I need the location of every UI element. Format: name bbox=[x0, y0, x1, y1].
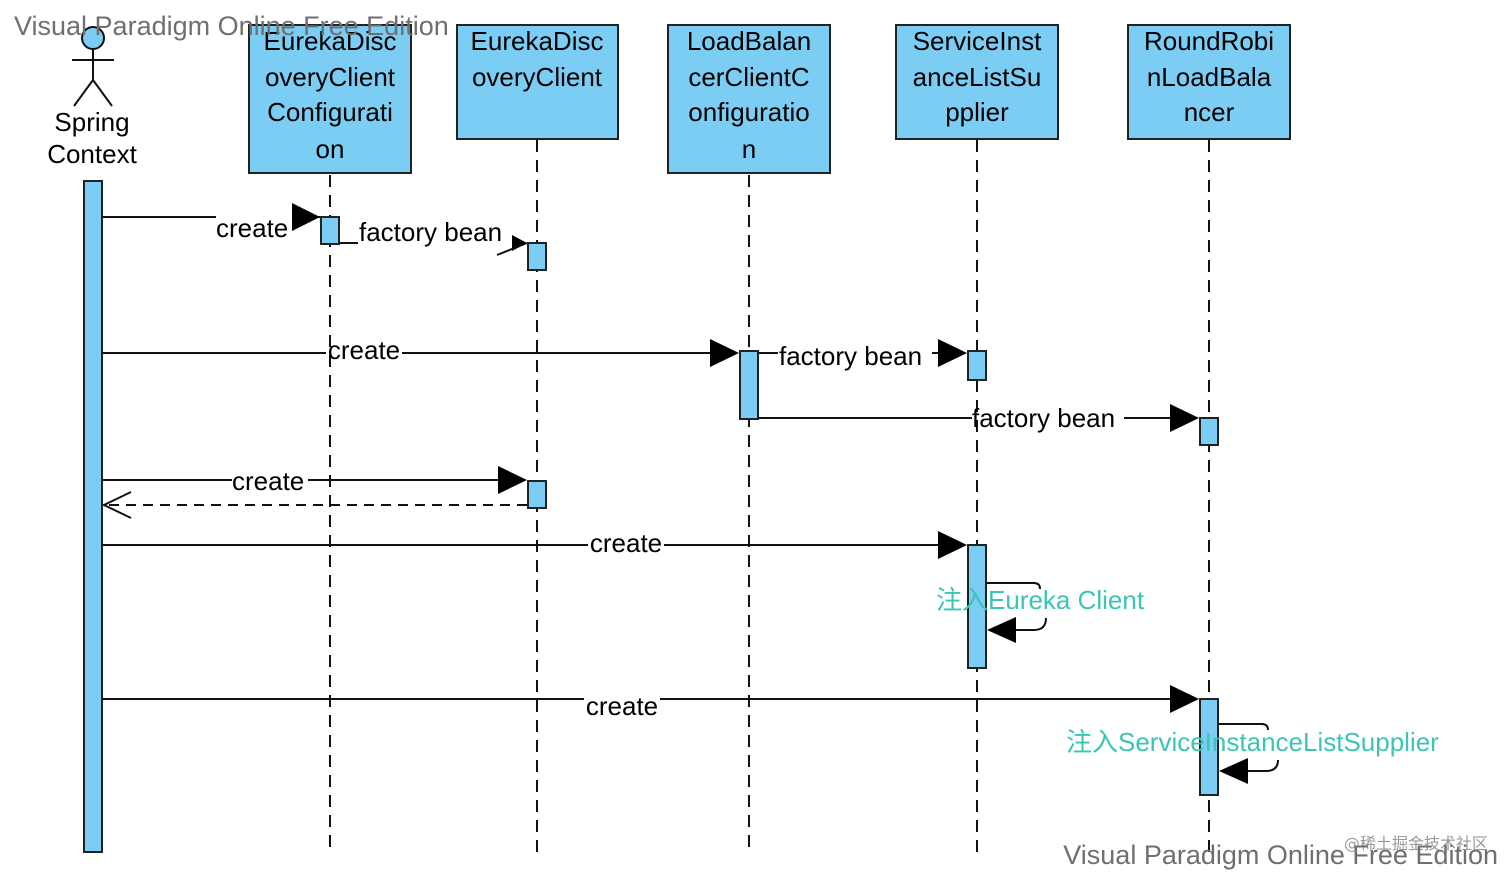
actor-activation-bar bbox=[83, 180, 103, 853]
arrowhead-icon bbox=[1170, 685, 1199, 713]
note-label: 注入ServiceInstanceListSupplier bbox=[1066, 727, 1439, 757]
activation-sils-2 bbox=[967, 544, 987, 669]
participant-label: Configurati bbox=[267, 97, 393, 127]
activation-edcc bbox=[320, 216, 340, 245]
participant-edcc[interactable]: EurekaDisc overyClient Configurati on bbox=[248, 24, 412, 174]
message-factory-bean-rrlb: factory bean bbox=[758, 403, 1199, 433]
activation-lbcc bbox=[739, 350, 759, 420]
message-factory-bean-sils: factory bean bbox=[758, 339, 967, 371]
message-create-edcc: create bbox=[102, 203, 320, 243]
message-label: factory bean bbox=[359, 217, 502, 247]
message-create-sils: create bbox=[102, 528, 967, 559]
participant-label: onfiguratio bbox=[688, 97, 809, 127]
participant-label: ServiceInst bbox=[913, 26, 1042, 56]
message-label: factory bean bbox=[779, 341, 922, 371]
arrowhead-icon bbox=[710, 339, 739, 367]
note-label: 注入Eureka Client bbox=[936, 585, 1145, 615]
arrowhead-icon bbox=[987, 617, 1016, 643]
message-label: create bbox=[586, 691, 658, 721]
participant-label: pplier bbox=[945, 97, 1009, 127]
message-factory-bean-edc: factory bean bbox=[339, 217, 528, 256]
participant-label: overyClient bbox=[472, 62, 603, 92]
self-message-inject-eureka-client: 注入Eureka Client bbox=[936, 582, 1145, 643]
actor-label-line-2: Context bbox=[47, 139, 137, 169]
watermark-top: Visual Paradigm Online Free Edition bbox=[14, 11, 449, 41]
participant-sils[interactable]: ServiceInst anceListSu pplier bbox=[895, 24, 1059, 140]
arrowhead-icon bbox=[1170, 404, 1199, 432]
message-label: factory bean bbox=[972, 403, 1115, 433]
participant-rrlb[interactable]: RoundRobi nLoadBala ncer bbox=[1127, 24, 1291, 140]
open-arrowhead-icon bbox=[101, 491, 132, 519]
participant-label: nLoadBala bbox=[1147, 62, 1272, 92]
return-message-edc bbox=[101, 491, 527, 519]
participant-edc[interactable]: EurekaDisc overyClient bbox=[456, 24, 619, 140]
arrowhead-icon bbox=[938, 339, 967, 367]
message-label: create bbox=[328, 335, 400, 365]
message-create-edc: create bbox=[102, 466, 527, 496]
message-label: create bbox=[216, 213, 288, 243]
message-label: create bbox=[232, 466, 304, 496]
arrowhead-icon bbox=[1219, 758, 1248, 784]
arrowhead-icon bbox=[938, 531, 967, 559]
participant-label: EurekaDisc bbox=[264, 26, 397, 56]
actor-label-line-1: Spring bbox=[54, 107, 129, 137]
actor-spring-context[interactable]: Spring Context bbox=[47, 26, 138, 169]
watermark-corner: @稀土掘金技术社区 bbox=[1344, 834, 1488, 853]
activation-rrlb-1 bbox=[1199, 417, 1219, 446]
participant-label: ncer bbox=[1184, 97, 1235, 127]
watermark-bottom: Visual Paradigm Online Free Edition bbox=[1063, 840, 1498, 870]
participant-label: n bbox=[742, 134, 756, 164]
activation-rrlb-2 bbox=[1199, 698, 1219, 796]
participant-label: on bbox=[316, 134, 345, 164]
participant-label: overyClient bbox=[265, 62, 396, 92]
participant-label: RoundRobi bbox=[1144, 26, 1274, 56]
arrowhead-icon bbox=[512, 235, 527, 251]
message-label: create bbox=[590, 528, 662, 558]
activation-sils-1 bbox=[967, 350, 987, 381]
activation-edc-2 bbox=[527, 480, 547, 509]
activation-edc-1 bbox=[527, 242, 547, 271]
participant-label: anceListSu bbox=[913, 62, 1042, 92]
arrowhead-icon bbox=[292, 203, 320, 231]
participant-label: cerClientC bbox=[688, 62, 809, 92]
participant-lbcc[interactable]: LoadBalan cerClientC onfiguratio n bbox=[667, 24, 831, 174]
arrowhead-icon bbox=[498, 466, 527, 494]
self-message-inject-service-instance-list-supplier: 注入ServiceInstanceListSupplier bbox=[1066, 723, 1439, 784]
message-create-rrlb: create bbox=[102, 685, 1199, 721]
message-create-lbcc: create bbox=[102, 335, 739, 367]
participant-label: EurekaDisc bbox=[471, 26, 604, 56]
participant-label: LoadBalan bbox=[687, 26, 811, 56]
